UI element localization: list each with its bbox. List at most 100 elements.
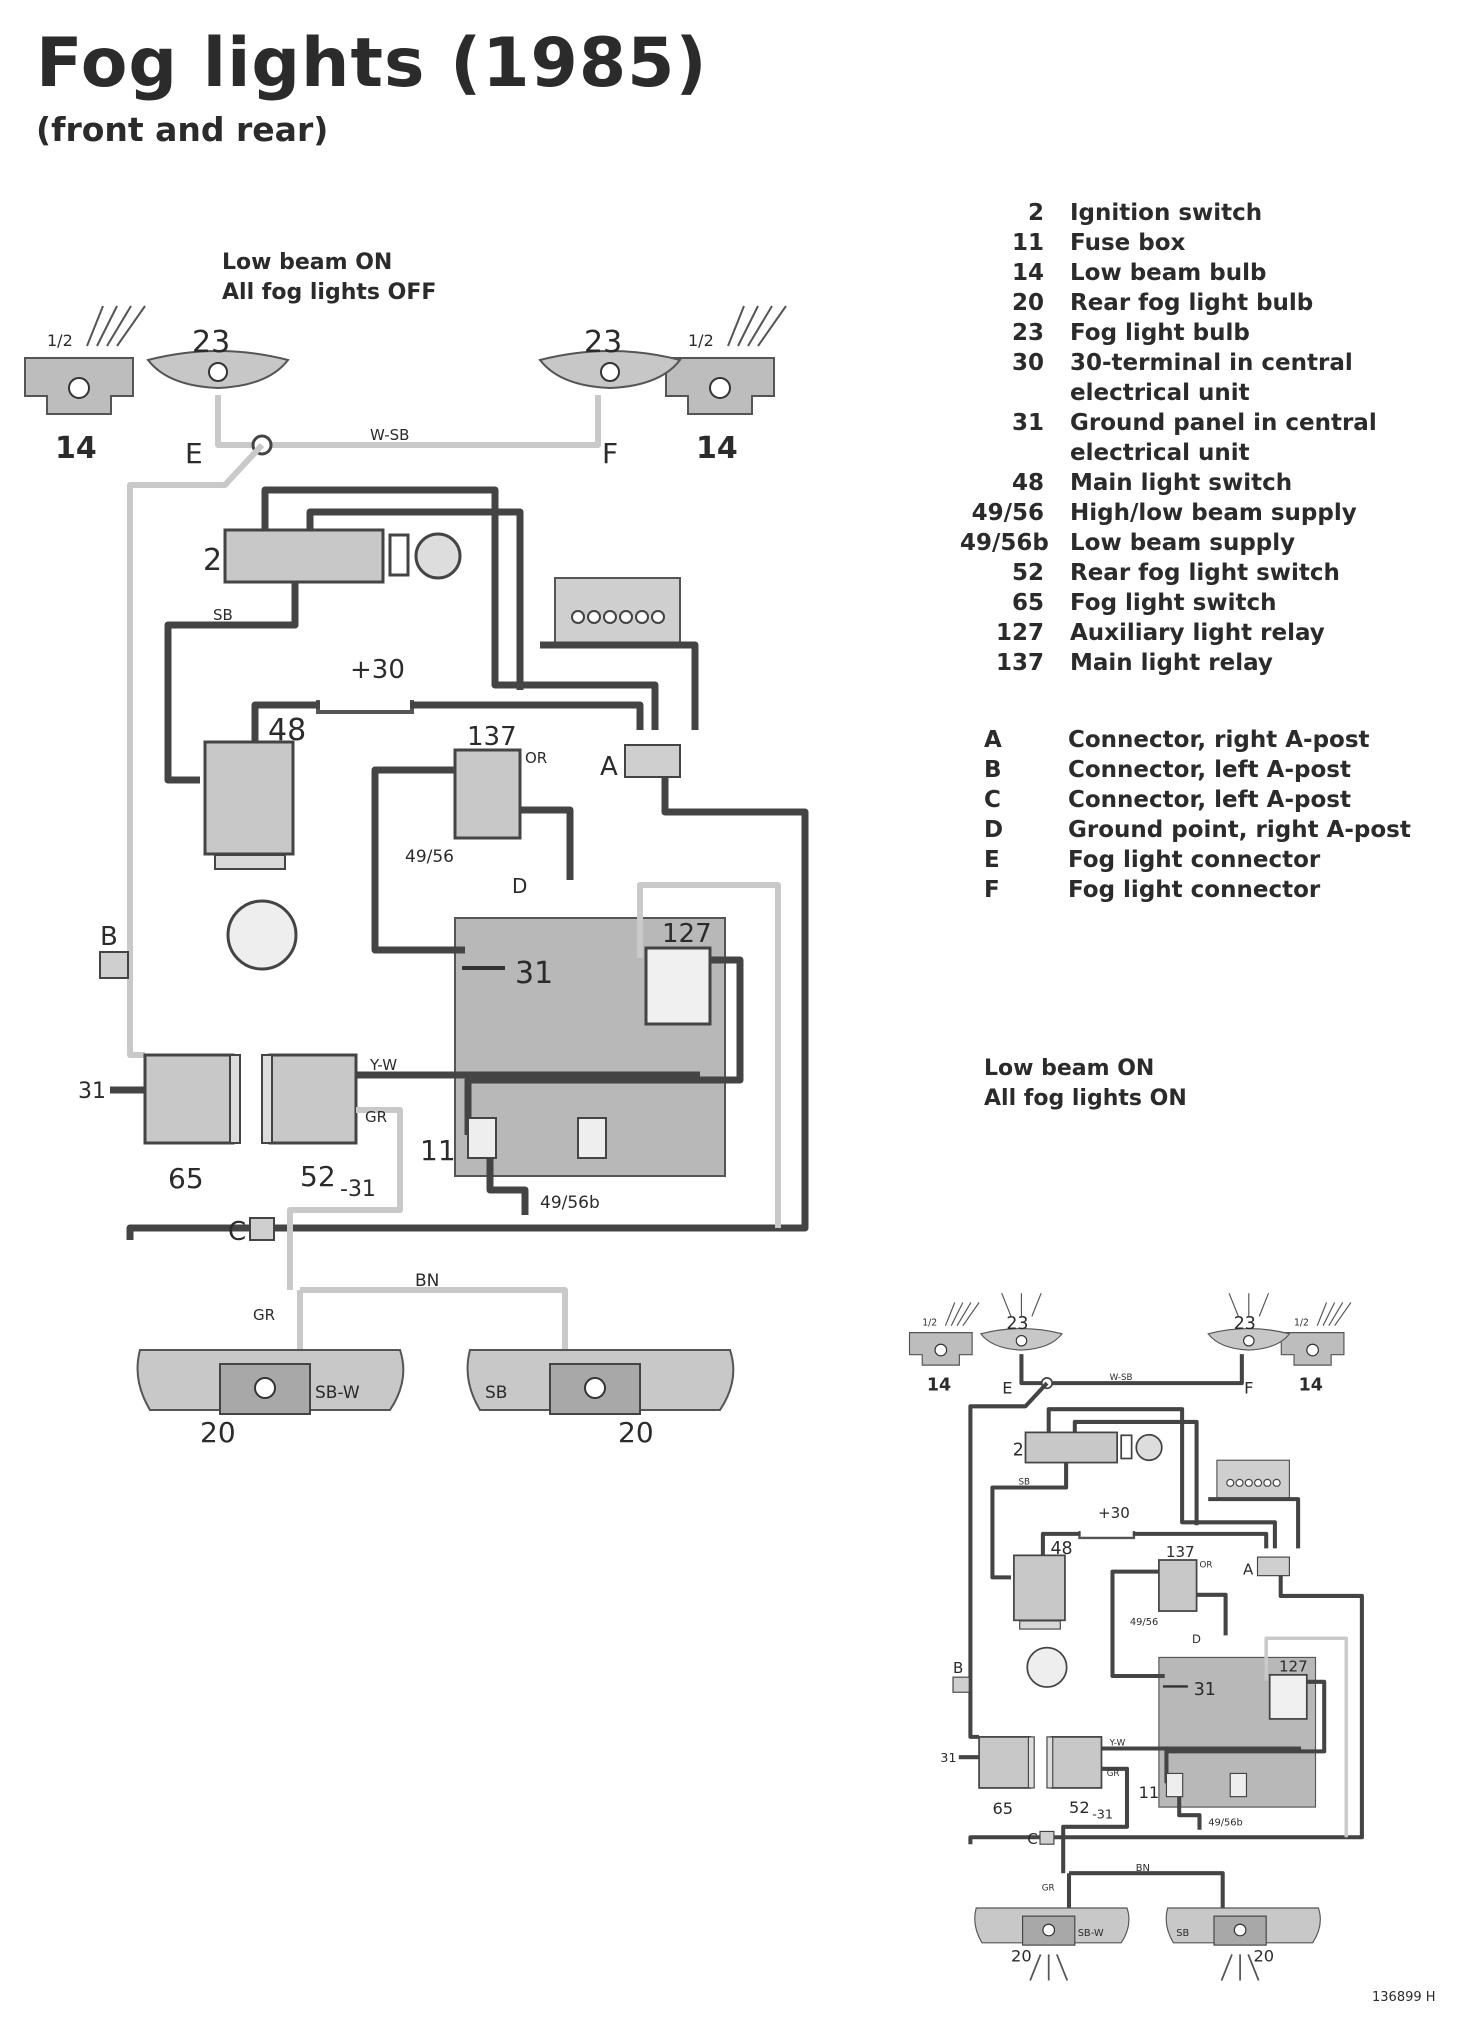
wire-radio bbox=[540, 641, 699, 730]
wire-137-31 bbox=[371, 766, 465, 954]
label-127: 127 bbox=[1279, 1657, 1308, 1675]
fuse-2 bbox=[577, 1117, 607, 1159]
legend-description: Ignition switch bbox=[1070, 200, 1263, 226]
legend-description: Main light switch bbox=[1070, 470, 1293, 496]
rear-fog-bulb bbox=[1042, 1923, 1056, 1937]
wire-4956b bbox=[1177, 1796, 1202, 1830]
wire-wsb-left bbox=[127, 442, 265, 1058]
rear-fog-switch-edge bbox=[261, 1054, 273, 1144]
radio-knob bbox=[1263, 1478, 1272, 1487]
label-half: 1/2 bbox=[688, 331, 714, 350]
label-yw: Y-W bbox=[1109, 1739, 1126, 1749]
wire-sb bbox=[990, 1462, 1069, 1580]
connector-description: Ground point, right A-post bbox=[1068, 817, 1411, 843]
wire-r-30b bbox=[1072, 1419, 1199, 1526]
fog-light-switch-edge bbox=[229, 1054, 241, 1144]
legend-key: 20 bbox=[1011, 290, 1044, 316]
label-31-unit: 31 bbox=[1194, 1680, 1216, 1700]
rear-fog-ray bbox=[1247, 1954, 1260, 1981]
label-bn: BN bbox=[1136, 1863, 1150, 1874]
label-4956: 49/56 bbox=[405, 847, 454, 867]
radio-knob bbox=[619, 610, 633, 624]
wire-127-out bbox=[1164, 1679, 1327, 1784]
legend-row: 30 30-terminal in central electrical unit bbox=[960, 348, 1470, 408]
wire-r-30 bbox=[1046, 1407, 1277, 1549]
rear-fog-bulb bbox=[254, 1377, 276, 1399]
connector-description: Fog light connector bbox=[1068, 847, 1321, 873]
label-65: 65 bbox=[992, 1799, 1013, 1818]
ignition-switch bbox=[223, 528, 385, 584]
label-gr-rear: GR bbox=[253, 1306, 275, 1324]
label-65: 65 bbox=[168, 1162, 204, 1195]
connector-B bbox=[99, 951, 129, 979]
light-ray bbox=[1328, 1302, 1344, 1326]
wire-a-down bbox=[968, 1575, 1364, 1845]
fog-light-ray bbox=[1031, 1292, 1042, 1317]
light-ray bbox=[727, 305, 745, 347]
rear-fog-light-switch bbox=[1050, 1736, 1103, 1789]
wire-a-down bbox=[126, 777, 809, 1240]
label-137: 137 bbox=[467, 722, 517, 752]
fog-light-ray bbox=[1258, 1292, 1270, 1317]
wire-127-y bbox=[637, 882, 781, 1228]
fog-light-bulb bbox=[1242, 1334, 1255, 1347]
wire-radio bbox=[1208, 1497, 1301, 1549]
label-11: 11 bbox=[420, 1134, 456, 1167]
label-gr: GR bbox=[365, 1108, 387, 1126]
rear-fog-switch-edge bbox=[1046, 1736, 1054, 1789]
label-48: 48 bbox=[268, 713, 306, 748]
rear-fog-ray bbox=[1056, 1954, 1069, 1981]
connector-A bbox=[624, 744, 681, 778]
light-ray bbox=[737, 305, 759, 347]
fog-light-switch-edge bbox=[1027, 1736, 1035, 1789]
rear-fog-bulb bbox=[1233, 1923, 1247, 1937]
label-23: 23 bbox=[1234, 1314, 1256, 1334]
radio-knob bbox=[587, 610, 601, 624]
label-2: 2 bbox=[1013, 1441, 1024, 1461]
label-E: E bbox=[1002, 1379, 1012, 1398]
legend-key: 30 bbox=[1011, 350, 1044, 376]
fog-light-ray bbox=[1001, 1292, 1012, 1317]
label-sbw: SB-W bbox=[1078, 1928, 1104, 1939]
legend-description: Low beam supply bbox=[1070, 530, 1296, 556]
legend-description: 30-terminal in central electrical unit bbox=[1070, 350, 1353, 406]
label-11: 11 bbox=[1139, 1783, 1160, 1802]
plus30-bracket bbox=[316, 700, 414, 714]
legend-description: Low beam bulb bbox=[1070, 260, 1267, 286]
connector-C bbox=[1039, 1830, 1055, 1845]
label-23: 23 bbox=[192, 325, 230, 360]
light-ray bbox=[96, 305, 118, 347]
light-ray bbox=[956, 1302, 972, 1326]
radio-knob bbox=[603, 610, 617, 624]
label-20-right: 20 bbox=[1253, 1946, 1274, 1965]
connector-description: Connector, left A-post bbox=[1068, 757, 1351, 783]
low-beam-bulb bbox=[934, 1343, 948, 1357]
rear-fog-light-switch bbox=[268, 1053, 358, 1145]
top-state-line-1: Low beam ON bbox=[222, 250, 393, 275]
radio-knob bbox=[1235, 1478, 1244, 1487]
fog-light-switch bbox=[143, 1053, 235, 1145]
label-A: A bbox=[1243, 1561, 1254, 1579]
legend-description: Main light relay bbox=[1070, 650, 1273, 676]
auxiliary-light-relay bbox=[644, 946, 712, 1026]
wire-plus30-right bbox=[410, 701, 644, 730]
label-wsb-rear: SB bbox=[485, 1383, 507, 1403]
label-23: 23 bbox=[584, 325, 622, 360]
light-ray bbox=[757, 305, 787, 347]
page-title: Fog lights (1985) bbox=[36, 24, 708, 103]
legend-description: Fuse box bbox=[1070, 230, 1186, 256]
label-F: F bbox=[602, 437, 618, 470]
wire-gr bbox=[287, 1107, 403, 1290]
legend-description: Auxiliary light relay bbox=[1070, 620, 1325, 646]
connector-key: D bbox=[984, 817, 1004, 843]
wire-127-out bbox=[464, 956, 744, 1135]
radio-knob bbox=[651, 610, 665, 624]
label-14: 14 bbox=[927, 1376, 951, 1396]
